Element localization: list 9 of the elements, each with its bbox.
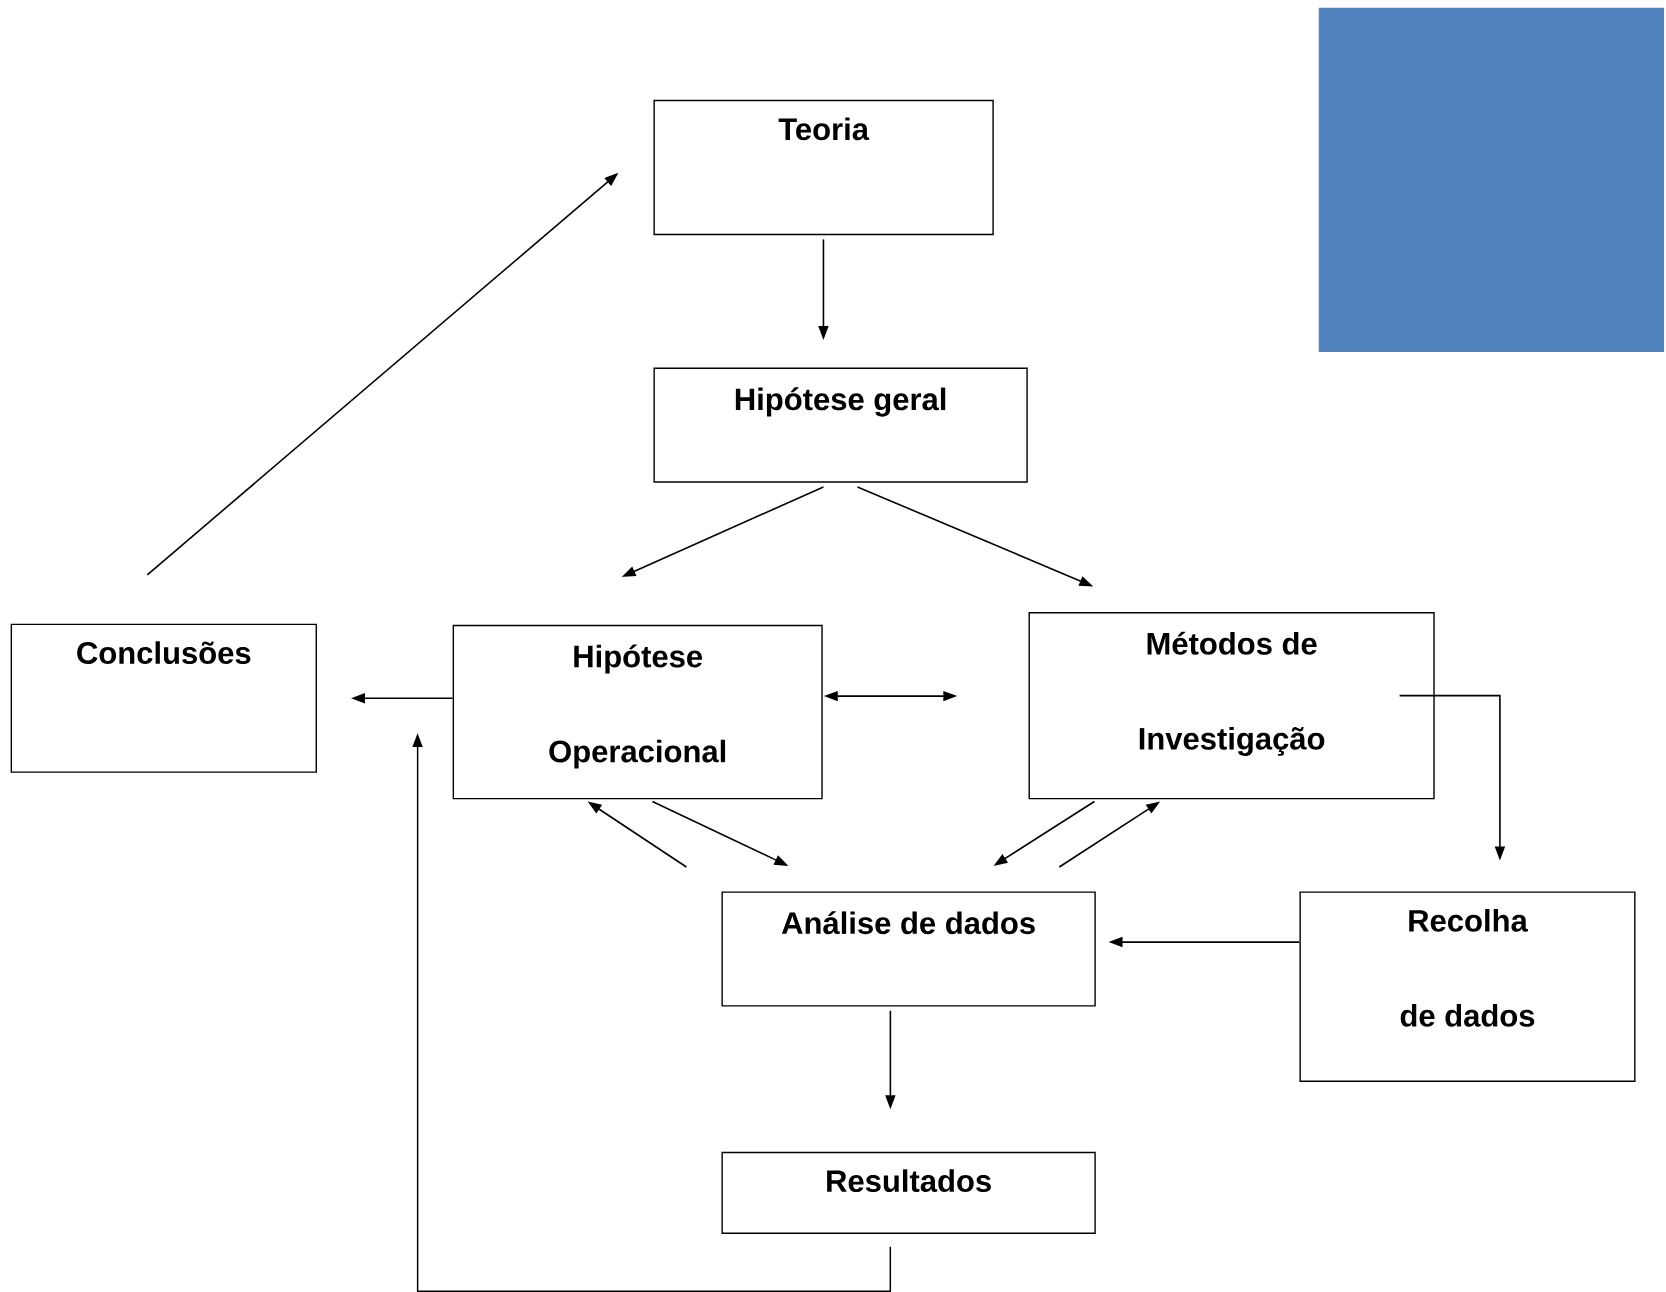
process-box: Hipótese Operacional: [452, 624, 823, 800]
process-box: Recolha de dados: [1299, 891, 1636, 1082]
process-box: Conclusões: [10, 623, 317, 773]
process-box: Resultados: [721, 1151, 1096, 1234]
filled-rectangle: [1318, 7, 1665, 352]
process-box: Teoria: [653, 99, 994, 236]
process-box: Métodos de Investigação: [1028, 612, 1435, 800]
process-box: Análise de dados: [721, 891, 1096, 1007]
process-box: Hipótese geral: [653, 367, 1028, 483]
